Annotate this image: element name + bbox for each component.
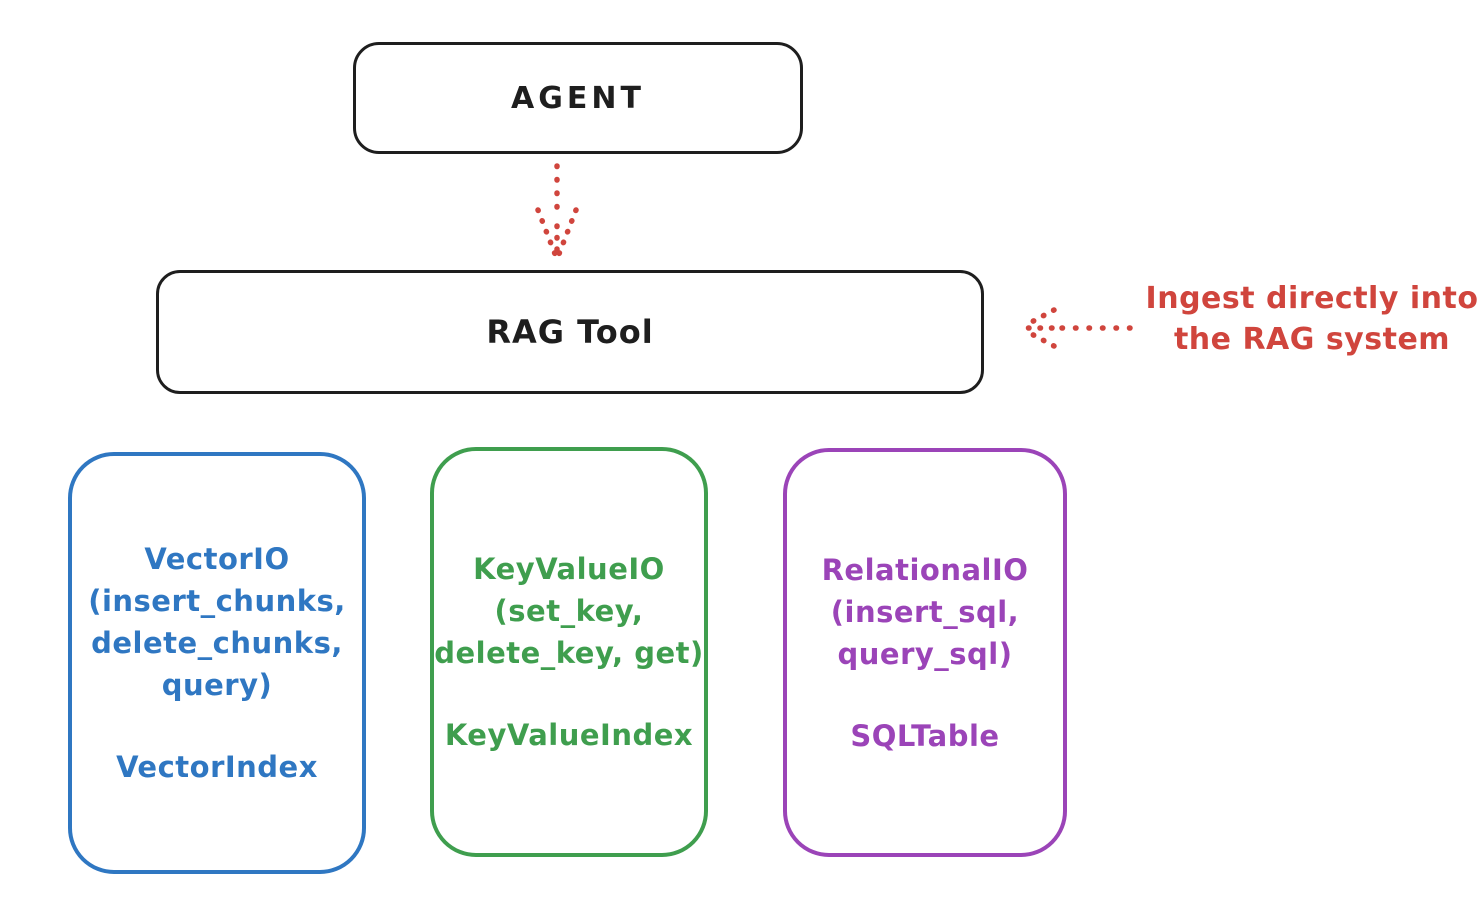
ingest-annotation-line1: Ingest directly into <box>1145 281 1479 316</box>
module-line: delete_chunks, <box>91 626 343 660</box>
module-line: (insert_chunks, <box>88 584 346 618</box>
rag-tool-node: RAG Tool <box>156 270 984 394</box>
module-line: RelationalIO <box>821 552 1029 587</box>
rag-tool-label: RAG Tool <box>486 313 654 351</box>
module-vector-io: VectorIO (insert_chunks, delete_chunks, … <box>68 452 366 874</box>
module-vector-io-signature: VectorIO (insert_chunks, delete_chunks, … <box>88 538 346 706</box>
module-line: query) <box>161 668 273 702</box>
dotted-down-arrow-icon <box>535 163 579 263</box>
module-line: query_sql) <box>837 636 1013 671</box>
module-keyvalue-io: KeyValueIO (set_key, delete_key, get) Ke… <box>430 447 708 857</box>
module-line: (insert_sql, <box>830 594 1020 629</box>
module-relational-io: RelationalIO (insert_sql, query_sql) SQL… <box>783 448 1067 857</box>
dotted-left-arrow-icon <box>1021 307 1133 349</box>
module-vector-io-index: VectorIndex <box>116 750 318 784</box>
module-line: VectorIO <box>144 542 290 576</box>
ingest-annotation-line2: the RAG system <box>1173 322 1451 357</box>
module-line: delete_key, get) <box>434 636 704 670</box>
module-line: (set_key, <box>494 594 644 628</box>
agent-label: AGENT <box>511 80 645 116</box>
module-relational-io-index: SQLTable <box>850 718 1000 753</box>
module-keyvalue-io-index: KeyValueIndex <box>444 718 694 752</box>
module-line: KeyValueIO <box>473 552 665 586</box>
module-relational-io-signature: RelationalIO (insert_sql, query_sql) <box>822 549 1029 675</box>
agent-node: AGENT <box>353 42 803 154</box>
ingest-annotation: Ingest directly into the RAG system <box>1140 278 1484 360</box>
module-keyvalue-io-signature: KeyValueIO (set_key, delete_key, get) <box>434 548 704 674</box>
